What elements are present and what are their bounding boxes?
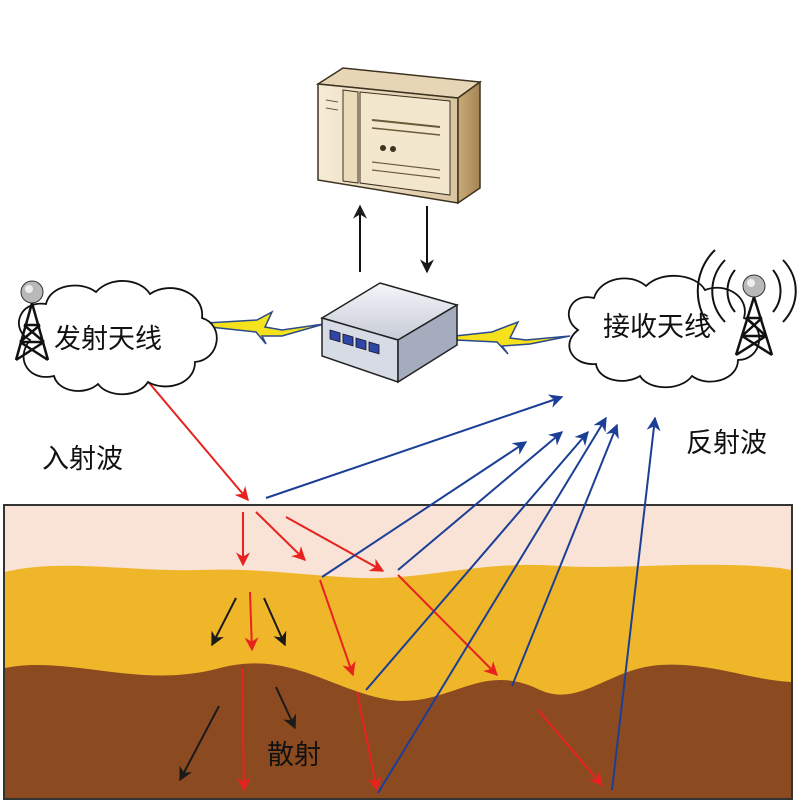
- incident-arrow: [244, 591, 259, 652]
- data-link-arrows: [353, 204, 434, 274]
- transmit-antenna-label: 发射天线: [54, 324, 162, 355]
- incident-arrow: [397, 574, 498, 676]
- incident-arrow: [236, 667, 251, 792]
- reflected-arrow: [611, 416, 661, 791]
- incident-arrows: [144, 377, 603, 792]
- incident-arrow: [319, 579, 356, 677]
- incident-arrow: [285, 516, 385, 572]
- scatter-arrow: [275, 686, 297, 730]
- incident-arrow: [356, 691, 382, 792]
- reflected-arrow: [321, 441, 528, 578]
- cloud-icon: [18, 280, 218, 396]
- scatter-arrows: [179, 597, 297, 782]
- bottom-layer: [5, 663, 791, 799]
- incident-arrow: [255, 511, 307, 561]
- reflected-arrows: [265, 394, 661, 794]
- reflected-arrow: [265, 394, 564, 499]
- server-icon: [315, 67, 483, 205]
- reflected-arrow: [377, 416, 607, 794]
- transmit-tower-icon: [14, 280, 50, 362]
- reflected-arrow: [365, 430, 589, 691]
- lightning-link-icon: [454, 320, 571, 355]
- router-icon: [320, 282, 459, 384]
- reflected-wave-label: 反射波: [686, 428, 767, 459]
- reflected-arrow: [511, 423, 619, 687]
- scatter-label: 散射: [267, 740, 321, 771]
- scatter-arrow: [179, 705, 220, 782]
- receive-antenna-label: 接收天线: [603, 312, 711, 343]
- scatter-arrow: [211, 597, 237, 647]
- incident-arrow: [537, 709, 603, 787]
- incident-wave-label: 入射波: [42, 444, 123, 475]
- ground-outline: [3, 504, 793, 800]
- lightning-link-icon: [204, 310, 325, 345]
- scatter-arrow: [263, 597, 287, 647]
- incident-arrow: [144, 377, 249, 502]
- receive-tower-icon: [696, 249, 797, 357]
- reflected-arrow: [397, 431, 564, 571]
